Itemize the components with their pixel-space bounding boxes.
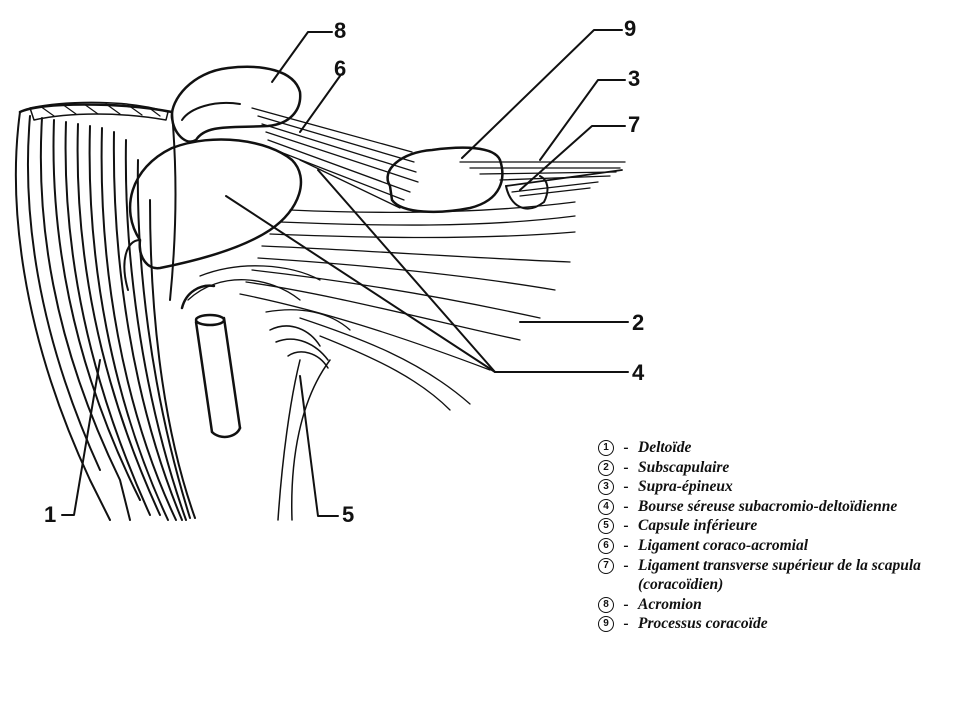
leader-3: [540, 80, 625, 160]
legend-dash: -: [614, 477, 638, 497]
legend-number: 4: [598, 499, 614, 515]
callout-8: 8: [334, 18, 346, 43]
legend-dash: -: [614, 536, 638, 556]
callout-5: 5: [342, 502, 354, 527]
inferior-capsule: [270, 326, 330, 520]
legend-number: 1: [598, 440, 614, 456]
legend-label: Bourse séreuse subacromio-deltoïdienne: [638, 497, 968, 517]
legend-item: 4 - Bourse séreuse subacromio-deltoïdien…: [598, 497, 968, 517]
legend-dash: -: [614, 595, 638, 615]
legend-item: 8 - Acromion: [598, 595, 968, 615]
leader-4a: [226, 196, 495, 372]
legend-item: 1 - Deltoïde: [598, 438, 968, 458]
legend-item: 9 - Processus coracoïde: [598, 614, 968, 634]
coracoid-process: [388, 148, 503, 212]
legend-item: 7 - Ligament transverse supérieur de la …: [598, 556, 968, 595]
legend-dash: -: [614, 516, 638, 536]
legend-dash: -: [614, 497, 638, 517]
acromion-inner-contour: [182, 103, 240, 120]
legend-label: Acromion: [638, 595, 968, 615]
legend-item: 5 - Capsule inférieure: [598, 516, 968, 536]
legend-number: 8: [598, 597, 614, 613]
legend-label: Capsule inférieure: [638, 516, 968, 536]
leader-1: [62, 360, 100, 515]
callout-6: 6: [334, 56, 346, 81]
callout-leaders: [62, 30, 628, 516]
legend-dash: -: [614, 458, 638, 478]
subscapularis-muscle: [188, 202, 575, 410]
humeral-head: [130, 139, 301, 268]
legend-item: 3 - Supra-épineux: [598, 477, 968, 497]
coracoacromial-ligament: [252, 108, 418, 208]
legend-dash: -: [614, 438, 638, 458]
leader-7: [520, 126, 625, 190]
leader-9: [462, 30, 622, 158]
leader-5: [300, 376, 338, 516]
callout-7: 7: [628, 112, 640, 137]
legend-number: 9: [598, 616, 614, 632]
legend-number: 2: [598, 460, 614, 476]
legend-number: 3: [598, 479, 614, 495]
legend-label: Processus coracoïde: [638, 614, 968, 634]
callout-9: 9: [624, 16, 636, 41]
legend-dash: -: [614, 556, 638, 576]
callout-2: 2: [632, 310, 644, 335]
deltoid-muscle: [16, 102, 195, 520]
legend-item: 6 - Ligament coraco-acromial: [598, 536, 968, 556]
callout-3: 3: [628, 66, 640, 91]
legend-number: 5: [598, 518, 614, 534]
legend-label: Ligament transverse supérieur de la scap…: [638, 556, 968, 595]
supraspinatus-muscle: [460, 162, 625, 196]
leader-8: [272, 32, 332, 82]
leader-6: [300, 76, 340, 132]
legend-item: 2 - Subscapulaire: [598, 458, 968, 478]
legend: 1 - Deltoïde 2 - Subscapulaire 3 - Supra…: [598, 438, 968, 634]
legend-label: Deltoïde: [638, 438, 968, 458]
legend-label: Subscapulaire: [638, 458, 968, 478]
legend-label: Ligament coraco-acromial: [638, 536, 968, 556]
leader-4b: [318, 170, 495, 372]
legend-label: Supra-épineux: [638, 477, 968, 497]
legend-dash: -: [614, 614, 638, 634]
legend-number: 6: [598, 538, 614, 554]
biceps-tendon: [182, 286, 240, 437]
callout-1: 1: [44, 502, 56, 527]
callout-4: 4: [632, 360, 645, 385]
legend-number: 7: [598, 558, 614, 574]
